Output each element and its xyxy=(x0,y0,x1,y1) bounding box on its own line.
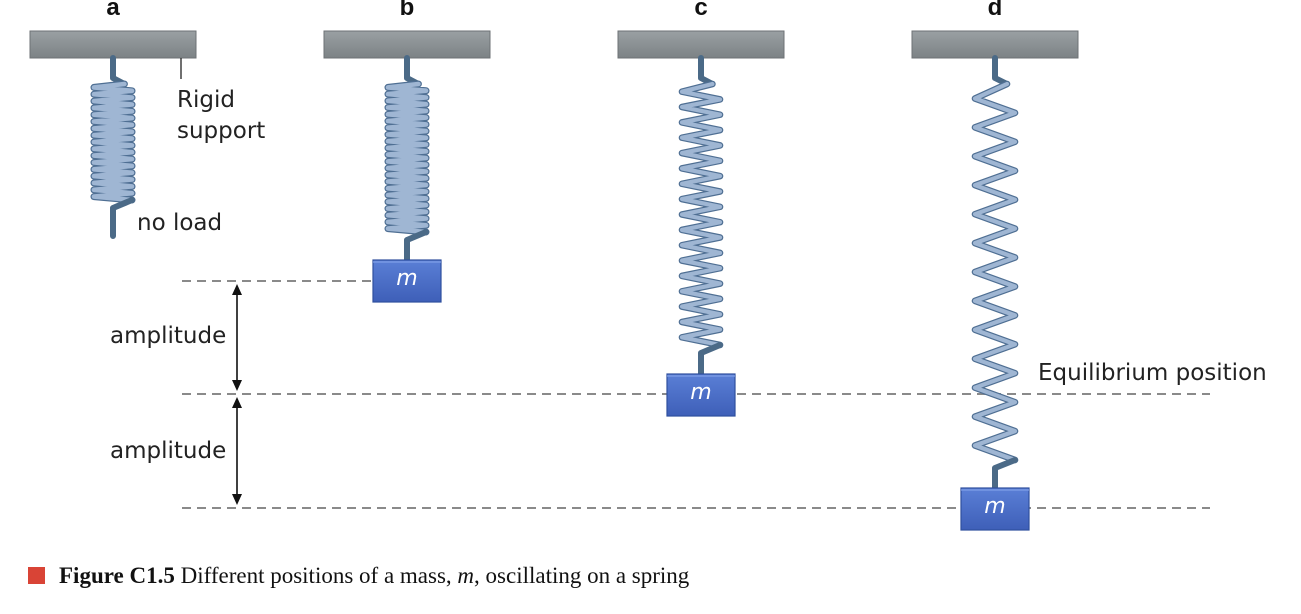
amplitude-lower-label: amplitude xyxy=(110,438,227,464)
spring-b xyxy=(384,55,430,263)
mass-label-d: m xyxy=(984,494,1006,519)
masses xyxy=(372,259,1030,531)
mass-label-b: m xyxy=(396,266,418,291)
rigid-support-d xyxy=(911,30,1079,59)
figure-caption: Figure C1.5 Different positions of a mas… xyxy=(28,563,689,589)
equilibrium-position-label: Equilibrium position xyxy=(1038,360,1267,386)
figure-number: Figure C1.5 xyxy=(59,563,175,588)
caption-text-after: , oscillating on a spring xyxy=(474,563,690,588)
panel-letter-a: a xyxy=(106,0,120,21)
mass-label-c: m xyxy=(690,380,712,405)
mass-block-b xyxy=(372,259,442,303)
rigid-supports xyxy=(29,30,1079,79)
caption-text-before: Different positions of a mass, xyxy=(174,563,458,588)
rigid-support-c xyxy=(617,30,785,59)
spring-c xyxy=(678,55,724,377)
panel-letter-c: c xyxy=(694,0,708,21)
rigid-support-a xyxy=(29,30,197,59)
panel-letter-b: b xyxy=(399,0,415,21)
spring-a xyxy=(90,55,136,239)
rigid-label-line1: Rigid xyxy=(177,87,235,113)
caption-square-icon xyxy=(28,567,45,584)
panel-letter-d: d xyxy=(987,0,1003,21)
rigid-support-b xyxy=(323,30,491,59)
mass-block-d xyxy=(960,487,1030,531)
spring-d xyxy=(971,55,1019,491)
springs xyxy=(90,55,1019,491)
mass-block-c xyxy=(666,373,736,417)
amplitude-upper-label: amplitude xyxy=(110,323,227,349)
amplitude-arrow-upper xyxy=(232,284,242,391)
support-label-line2: support xyxy=(177,118,266,144)
no-load-label: no load xyxy=(137,210,223,236)
amplitude-arrow-lower xyxy=(232,397,242,505)
caption-symbol: m xyxy=(457,563,475,588)
amplitude-arrows xyxy=(232,284,242,505)
